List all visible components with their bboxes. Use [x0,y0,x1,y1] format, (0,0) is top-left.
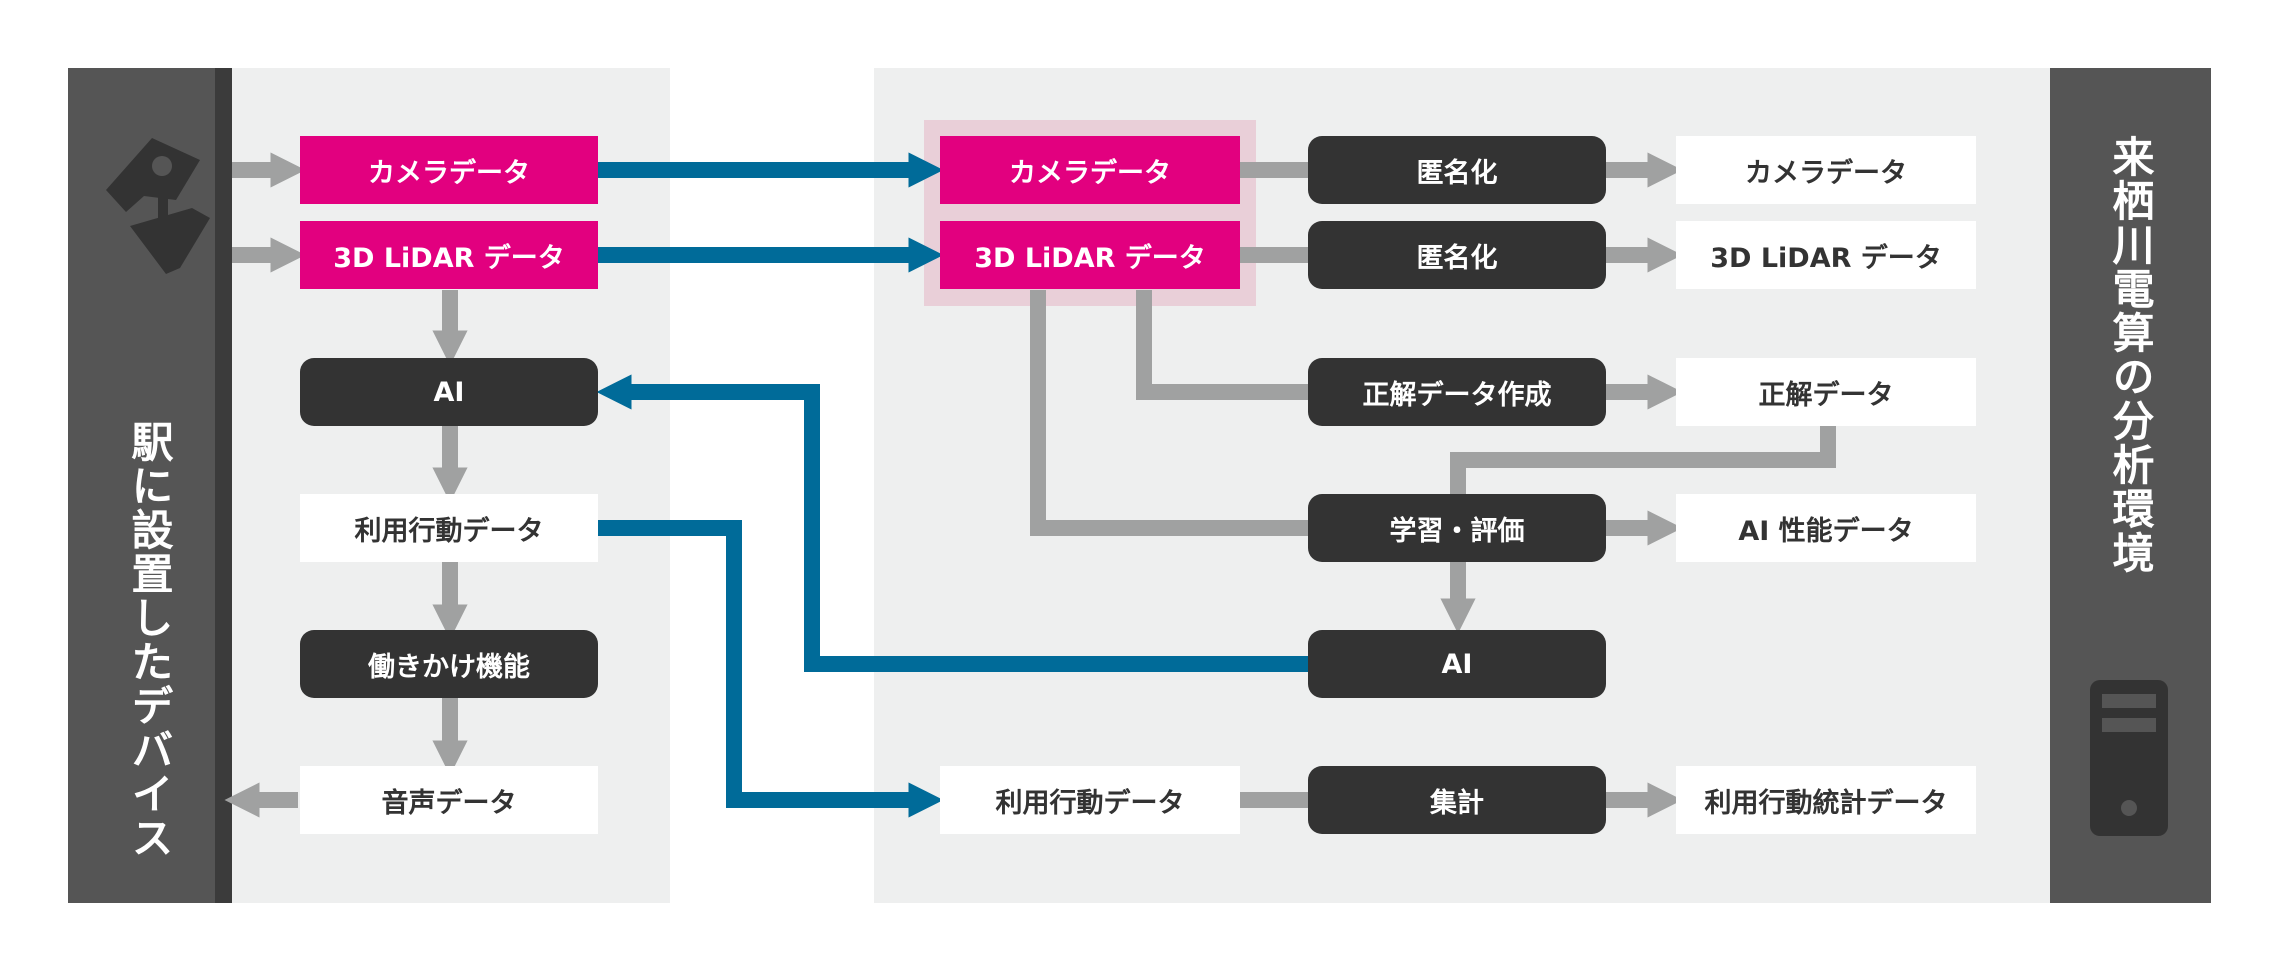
link-deploy-ai [596,374,1310,672]
station-audio-data: 音声データ [300,766,598,834]
analysis-lidar-data: 3D LiDAR データ [940,221,1240,289]
ai-performance-data: AI 性能データ [1676,494,1976,562]
link-ground-truth-train [1450,425,1836,494]
station-prompt-function: 働きかけ機能 [300,630,598,698]
station-lidar-data: 3D LiDAR データ [300,221,598,289]
analysis-camera-data: カメラデータ [940,136,1240,204]
left-sidebar [68,68,215,903]
station-ai: AI [300,358,598,426]
server-tower-icon [2090,680,2168,836]
anonymized-camera-data: カメラデータ [1676,136,1976,204]
station-usage-data: 利用行動データ [300,494,598,562]
anonymize-camera: 匿名化 [1308,136,1606,204]
analysis-ai: AI [1308,630,1606,698]
train-eval: 学習・評価 [1308,494,1606,562]
ground-truth-data: 正解データ [1676,358,1976,426]
link-lidar-ground-truth [1136,290,1310,400]
link-lidar-train [1030,290,1310,536]
left-sidebar-strip [215,68,232,903]
security-camera-icon [106,138,210,274]
analysis-usage-data: 利用行動データ [940,766,1240,834]
link-upload-usage [598,520,944,818]
station-camera-data: カメラデータ [300,136,598,204]
usage-stats-data: 利用行動統計データ [1676,766,1976,834]
ground-truth-create: 正解データ作成 [1308,358,1606,426]
aggregate: 集計 [1308,766,1606,834]
anonymize-lidar: 匿名化 [1308,221,1606,289]
left-sidebar-title: 駅に設置したデバイス [125,420,174,860]
anonymized-lidar-data: 3D LiDAR データ [1676,221,1976,289]
right-sidebar-title: 来栖川電算の分析環境 [2106,135,2155,575]
